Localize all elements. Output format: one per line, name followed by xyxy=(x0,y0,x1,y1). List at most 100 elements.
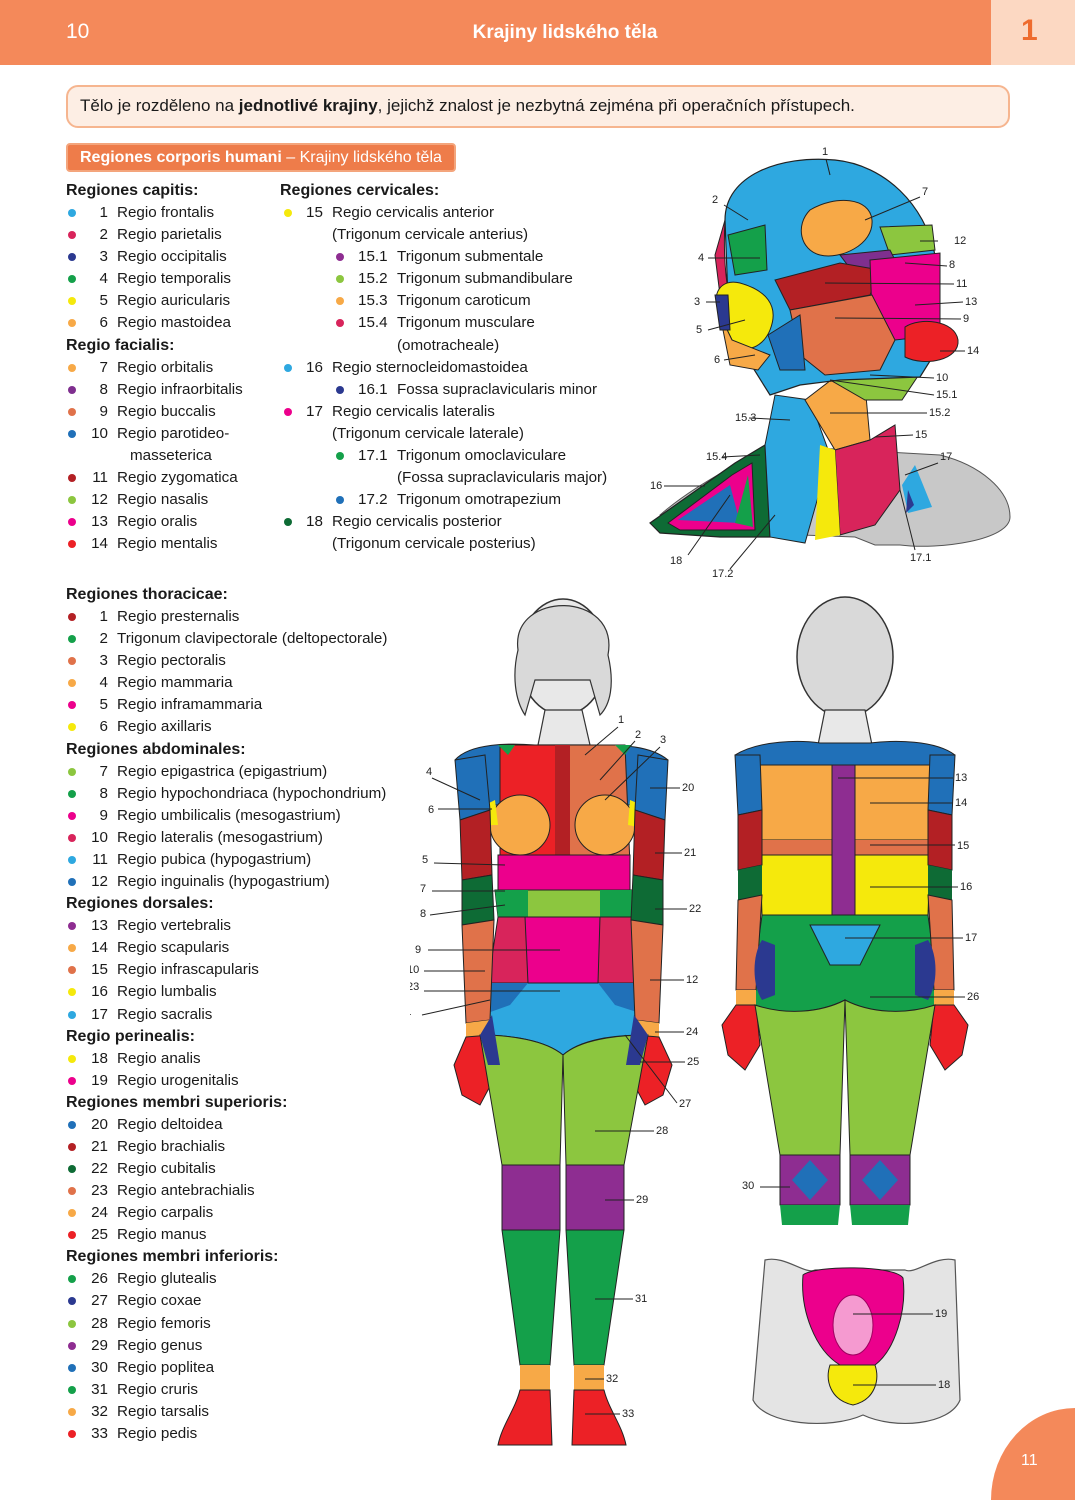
item-label: Regio sacralis xyxy=(117,1005,213,1023)
bullet-dot xyxy=(68,1407,76,1416)
item-label: Regio frontalis xyxy=(117,204,215,221)
item-number: 12 xyxy=(91,873,108,891)
list-heading-abdominales: Regiones abdominales: xyxy=(66,740,246,758)
region-number-label: 11 xyxy=(410,1006,411,1018)
item-label: Regio lumbalis xyxy=(117,983,217,1001)
bullet-dot xyxy=(68,767,76,776)
region-number-label: 28 xyxy=(656,1125,668,1137)
item-label: Regio femoris xyxy=(117,1314,211,1332)
item-label: Trigonum musculare xyxy=(397,314,535,332)
item-number: 5 xyxy=(99,292,108,310)
item-label: Regio parietalis xyxy=(117,226,222,244)
item-label: (Trigonum cervicale posterius) xyxy=(332,535,536,553)
bullet-dot xyxy=(68,297,76,306)
item-number: 12 xyxy=(91,491,108,509)
bullet-dot xyxy=(68,1363,76,1372)
item-number: 2 xyxy=(99,630,108,648)
bullet-dot xyxy=(68,855,76,864)
item-number: 15.2 xyxy=(358,270,388,288)
item-number: 16 xyxy=(91,983,108,1001)
region-number-label: 3 xyxy=(660,734,666,746)
item-number: 17.2 xyxy=(358,491,388,509)
bullet-dot xyxy=(68,811,76,820)
bullet-dot xyxy=(336,275,344,284)
region-number-label: 2 xyxy=(712,194,718,206)
region-number-label: 6 xyxy=(428,804,434,816)
bullet-dot xyxy=(68,518,76,527)
item-number: 8 xyxy=(99,784,108,802)
page-number-right: 11 xyxy=(1021,1452,1038,1469)
item-number: 21 xyxy=(91,1137,108,1155)
item-label: Regio pedis xyxy=(117,1425,198,1442)
bullet-dot xyxy=(68,1010,76,1019)
region-number-label: 14 xyxy=(955,797,967,809)
item-label: Trigonum submentale xyxy=(397,248,544,266)
leader-line xyxy=(687,494,731,556)
item-label: Fossa supraclavicularis minor xyxy=(397,380,598,398)
item-label: Regio pectoralis xyxy=(117,652,226,670)
region-number-label: 8 xyxy=(949,259,955,271)
item-label: Regio presternalis xyxy=(117,608,240,625)
bullet-dot xyxy=(68,275,76,284)
item-number: 14 xyxy=(91,535,108,553)
region-number-label: 22 xyxy=(689,903,701,915)
page-header: 10 Krajiny lidského těla 1 xyxy=(0,0,1075,65)
region-number-label: 6 xyxy=(714,354,720,366)
bullet-dot xyxy=(336,452,344,461)
item-label: Regio manus xyxy=(117,1226,207,1244)
item-label: Regio urogenitalis xyxy=(117,1071,239,1089)
region-number-label: 10 xyxy=(410,964,419,976)
region-number-label: 7 xyxy=(420,883,426,895)
item-number: 10 xyxy=(91,424,108,442)
bullet-dot xyxy=(68,407,76,416)
list-item-continuation: masseterica xyxy=(66,445,276,467)
region-number-label: 15.1 xyxy=(936,389,957,401)
bullet-dot xyxy=(284,209,292,217)
region-number-label: 18 xyxy=(938,1379,950,1391)
item-label: Trigonum omoclaviculare xyxy=(397,447,567,465)
bullet-dot xyxy=(68,701,76,710)
item-label: Regio cervicalis anterior xyxy=(332,204,495,221)
region-number-label: 19 xyxy=(935,1308,947,1320)
region-number-label: 12 xyxy=(686,974,698,986)
item-label: Regio cubitalis xyxy=(117,1159,216,1177)
bullet-dot xyxy=(68,1120,76,1129)
section-heading-bold: Regiones corporis humani xyxy=(80,149,282,166)
bullet-dot xyxy=(284,407,292,416)
list-item: (omotracheale) xyxy=(280,335,640,357)
bullet-dot xyxy=(68,988,76,997)
item-number: 32 xyxy=(91,1402,108,1420)
item-number: 28 xyxy=(91,1314,108,1332)
bullet-dot xyxy=(68,1385,76,1394)
intro-bold: jednotlivé krajiny xyxy=(238,96,378,115)
item-number: 4 xyxy=(99,270,108,288)
item-label: Regio lateralis (mesogastrium) xyxy=(117,828,323,846)
item-number: 26 xyxy=(91,1270,108,1288)
region-number-label: 29 xyxy=(636,1194,648,1206)
leader-line xyxy=(433,862,506,866)
region-number-label: 17.1 xyxy=(910,552,931,564)
leader-line xyxy=(721,454,761,458)
list-heading-cervicales: Regiones cervicales: xyxy=(280,182,440,199)
bullet-dot xyxy=(68,679,76,688)
bullet-dot xyxy=(68,540,76,549)
item-number: 20 xyxy=(91,1115,108,1133)
bullet-dot xyxy=(336,496,344,505)
bullet-dot xyxy=(336,297,344,306)
region-number-label: 14 xyxy=(967,345,979,357)
item-number: 1 xyxy=(99,204,108,221)
footer-page-tab: 11 xyxy=(991,1408,1075,1500)
bullet-dot xyxy=(68,833,76,842)
chapter-number: 1 xyxy=(1021,14,1038,47)
